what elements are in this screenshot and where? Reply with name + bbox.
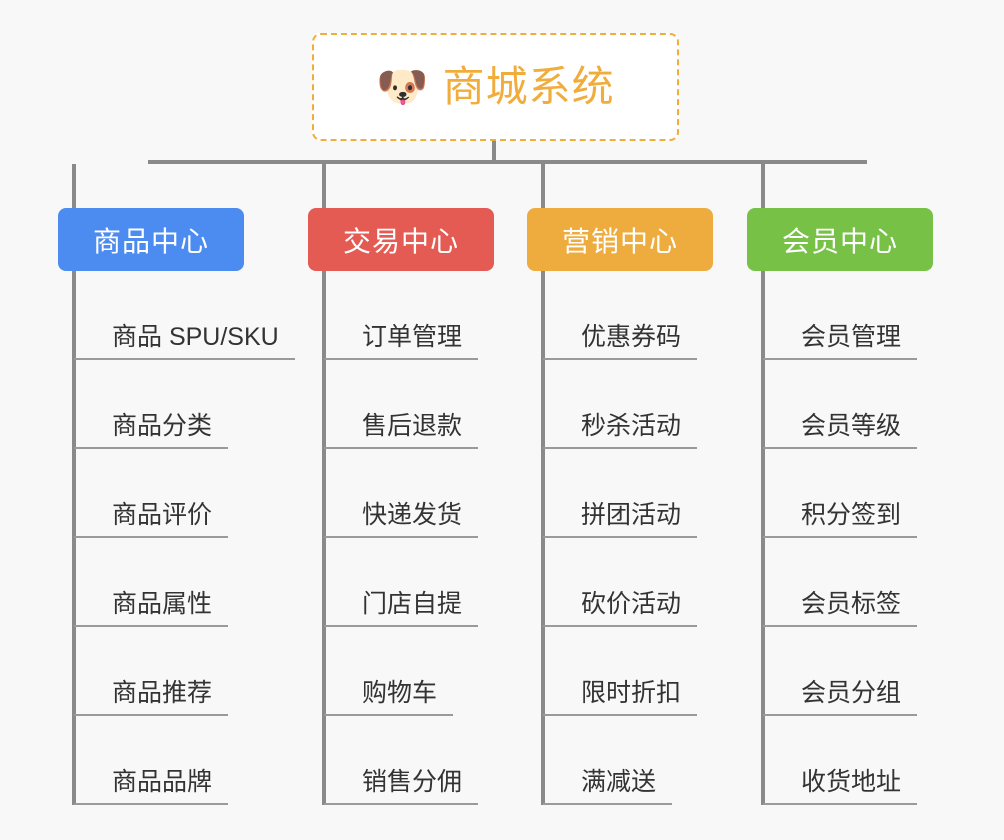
leaf-underline bbox=[763, 536, 917, 538]
branch-header-trade-center[interactable]: 交易中心 bbox=[308, 208, 494, 271]
leaf-label: 商品评价 bbox=[112, 501, 213, 529]
root-stem-connector bbox=[492, 141, 496, 164]
leaf-underline bbox=[74, 803, 228, 805]
root-node[interactable]: 🐶 商城系统 bbox=[312, 33, 679, 141]
leaf-label: 门店自提 bbox=[362, 590, 463, 618]
leaf-label: 优惠券码 bbox=[581, 323, 682, 351]
leaf-underline bbox=[324, 447, 478, 449]
leaf-underline bbox=[763, 714, 917, 716]
dog-face-icon: 🐶 bbox=[376, 63, 429, 110]
leaf-label: 会员分组 bbox=[801, 679, 902, 707]
leaf-label: 销售分佣 bbox=[362, 768, 463, 796]
leaf-label: 积分签到 bbox=[801, 501, 902, 529]
leaf-underline bbox=[543, 803, 672, 805]
leaf-label: 商品 SPU/SKU bbox=[112, 323, 279, 351]
leaf-label: 会员管理 bbox=[801, 323, 902, 351]
branch-trunk-connector bbox=[761, 271, 765, 805]
leaf-underline bbox=[763, 447, 917, 449]
leaf-underline bbox=[543, 714, 697, 716]
leaf-underline bbox=[543, 447, 697, 449]
leaf-label: 收货地址 bbox=[801, 768, 902, 796]
branch-drop-connector bbox=[761, 164, 765, 208]
leaf-label: 订单管理 bbox=[362, 323, 463, 351]
leaf-label: 秒杀活动 bbox=[581, 412, 682, 440]
leaf-label: 购物车 bbox=[362, 679, 438, 707]
leaf-label: 满减送 bbox=[581, 768, 657, 796]
leaf-underline bbox=[74, 625, 228, 627]
branch-trunk-connector bbox=[72, 271, 76, 805]
leaf-underline bbox=[74, 447, 228, 449]
leaf-label: 商品品牌 bbox=[112, 768, 213, 796]
leaf-underline bbox=[763, 803, 917, 805]
leaf-underline bbox=[763, 625, 917, 627]
leaf-underline bbox=[324, 803, 478, 805]
leaf-underline bbox=[324, 714, 453, 716]
leaf-label: 商品推荐 bbox=[112, 679, 213, 707]
leaf-label: 会员标签 bbox=[801, 590, 902, 618]
leaf-underline bbox=[543, 358, 697, 360]
leaf-underline bbox=[324, 625, 478, 627]
branch-header-product-center[interactable]: 商品中心 bbox=[58, 208, 244, 271]
leaf-underline bbox=[543, 625, 697, 627]
branch-trunk-connector bbox=[322, 271, 326, 805]
leaf-underline bbox=[543, 536, 697, 538]
leaf-underline bbox=[74, 358, 295, 360]
leaf-underline bbox=[74, 714, 228, 716]
branch-trunk-connector bbox=[541, 271, 545, 805]
leaf-underline bbox=[74, 536, 228, 538]
leaf-underline bbox=[324, 536, 478, 538]
branch-drop-connector bbox=[541, 164, 545, 208]
leaf-underline bbox=[324, 358, 478, 360]
leaf-label: 限时折扣 bbox=[581, 679, 682, 707]
leaf-label: 快递发货 bbox=[362, 501, 463, 529]
branch-drop-connector bbox=[322, 164, 326, 208]
leaf-label: 售后退款 bbox=[362, 412, 463, 440]
branch-header-member-center[interactable]: 会员中心 bbox=[747, 208, 933, 271]
leaf-underline bbox=[763, 358, 917, 360]
leaf-label: 砍价活动 bbox=[581, 590, 682, 618]
root-title: 商城系统 bbox=[442, 63, 615, 110]
leaf-label: 会员等级 bbox=[801, 412, 902, 440]
leaf-label: 商品分类 bbox=[112, 412, 213, 440]
branch-header-marketing-center[interactable]: 营销中心 bbox=[527, 208, 713, 271]
leaf-label: 商品属性 bbox=[112, 590, 213, 618]
leaf-label: 拼团活动 bbox=[581, 501, 682, 529]
branch-bus-connector bbox=[148, 160, 867, 164]
branch-drop-connector bbox=[72, 164, 76, 208]
